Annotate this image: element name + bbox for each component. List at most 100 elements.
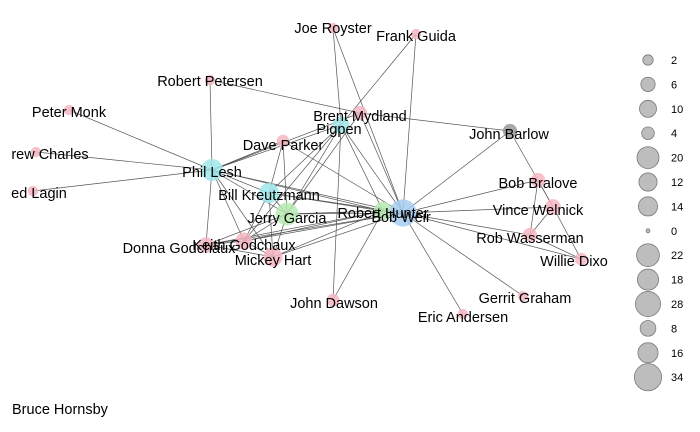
legend-swatch-10 xyxy=(639,99,657,118)
node-dave-parker[interactable] xyxy=(276,134,290,148)
edge-dave-parker-phil-lesh xyxy=(211,140,284,171)
node-ned-lagin[interactable] xyxy=(27,185,39,197)
legend-swatch-34 xyxy=(634,363,662,392)
node-frank-guida[interactable] xyxy=(410,28,422,40)
node-brent-mydland[interactable] xyxy=(352,105,368,121)
node-label-brent-mydland: Brent Mydland xyxy=(313,109,407,125)
edge-andrew-charles-phil-lesh xyxy=(35,151,213,171)
nodes-layer xyxy=(27,22,588,320)
edge-ned-lagin-phil-lesh xyxy=(32,169,213,192)
node-peter-monk[interactable] xyxy=(63,104,75,116)
node-john-dawson[interactable] xyxy=(326,293,340,307)
edge-frank-guida-bob-weir xyxy=(402,33,417,214)
edge-jerry-garcia-robert-hunter xyxy=(286,210,384,215)
legend-label-8: 8 xyxy=(671,323,677,335)
edge-brent-mydland-bob-weir xyxy=(359,112,404,214)
node-label-vince-welnick: Vince Welnick xyxy=(493,203,584,219)
edge-phil-lesh-mickey-hart xyxy=(211,169,274,258)
node-mickey-hart[interactable] xyxy=(263,247,283,267)
legend-label-2: 2 xyxy=(671,55,677,67)
node-label-john-dawson: John Dawson xyxy=(290,296,378,312)
edge-bob-weir-keith-godchaux xyxy=(243,212,404,242)
node-label-ned-lagin: ed Lagin xyxy=(11,186,67,202)
node-joe-royster[interactable] xyxy=(327,22,339,34)
node-bob-weir[interactable] xyxy=(389,199,417,227)
edge-bill-kreutzmann-robert-hunter xyxy=(268,192,384,212)
legend-label-4: 4 xyxy=(671,128,677,140)
node-label-andrew-charles: rew Charles xyxy=(11,147,88,163)
legend-swatch-6 xyxy=(640,76,656,92)
edge-bob-weir-john-barlow xyxy=(402,130,511,214)
node-label-bruce-hornsby: Bruce Hornsby xyxy=(12,402,109,418)
node-keith-godchaux[interactable] xyxy=(235,232,253,250)
edge-peter-monk-phil-lesh xyxy=(68,109,213,171)
legend-swatch-0 xyxy=(645,228,651,234)
edge-bob-weir-gerrit-graham xyxy=(402,212,524,297)
node-label-pigpen: Pigpen xyxy=(316,122,361,138)
legend-label-14: 14 xyxy=(671,201,683,213)
node-phil-lesh[interactable] xyxy=(201,159,223,181)
legend-swatch-2 xyxy=(642,54,654,66)
edge-phil-lesh-donna-godchaux xyxy=(205,169,213,246)
legend-label-28: 28 xyxy=(671,299,683,311)
legend-label-10: 10 xyxy=(671,104,683,116)
node-label-joe-royster: Joe Royster xyxy=(294,21,372,37)
node-label-frank-guida: Frank Guida xyxy=(376,29,457,45)
edges-layer xyxy=(32,27,582,315)
node-bob-bralove[interactable] xyxy=(530,172,546,188)
legend-swatch-20 xyxy=(636,146,660,169)
node-robert-hunter[interactable] xyxy=(373,201,393,221)
edge-phil-lesh-bob-weir xyxy=(211,169,404,214)
edge-phil-lesh-jerry-garcia xyxy=(211,169,288,215)
legend-swatch-18 xyxy=(637,268,659,291)
legend-swatch-16 xyxy=(637,342,659,364)
node-label-jerry-garcia: Jerry Garcia xyxy=(248,211,328,227)
edge-rob-wasserman-willie-dixon xyxy=(529,234,582,260)
edge-bill-kreutzmann-mickey-hart xyxy=(268,192,274,258)
legend-label-0: 0 xyxy=(671,226,677,238)
node-gerrit-graham[interactable] xyxy=(517,290,529,302)
edge-john-barlow-vince-welnick xyxy=(509,130,554,208)
legend-label-22: 22 xyxy=(671,250,683,262)
edge-robert-petersen-phil-lesh xyxy=(209,79,213,171)
edge-bob-weir-mickey-hart xyxy=(272,212,404,258)
edge-robert-petersen-brent-mydland xyxy=(209,79,361,114)
node-pigpen[interactable] xyxy=(332,116,350,134)
legend-label-18: 18 xyxy=(671,275,683,287)
edge-robert-hunter-john-dawson xyxy=(332,210,384,301)
node-label-bob-weir: Bob Weir xyxy=(371,210,431,226)
edge-robert-hunter-keith-godchaux xyxy=(243,210,384,242)
node-andrew-charles[interactable] xyxy=(30,146,42,158)
edge-pigpen-jerry-garcia xyxy=(286,124,342,215)
node-label-donna-godchaux: Donna Godchaux xyxy=(123,241,237,257)
node-eric-andersen[interactable] xyxy=(457,308,469,320)
edge-bob-weir-vince-welnick xyxy=(402,206,554,214)
node-label-rob-wasserman: Rob Wasserman xyxy=(476,231,583,247)
node-label-robert-hunter: Robert Hunter xyxy=(337,206,428,222)
edge-dave-parker-bob-weir xyxy=(282,140,404,214)
node-label-mickey-hart: Mickey Hart xyxy=(235,253,312,269)
legend-label-34: 34 xyxy=(671,372,683,384)
legend-swatch-22 xyxy=(636,243,660,268)
edge-phil-lesh-keith-godchaux xyxy=(211,169,245,242)
legend-label-16: 16 xyxy=(671,348,683,360)
node-jerry-garcia[interactable] xyxy=(275,202,299,226)
node-john-barlow[interactable] xyxy=(502,123,518,139)
edge-brent-mydland-john-barlow xyxy=(359,112,511,132)
node-robert-petersen[interactable] xyxy=(204,74,216,86)
legend-swatch-28 xyxy=(635,291,661,317)
legend-swatch-14 xyxy=(637,196,659,217)
legend-label-20: 20 xyxy=(671,153,683,165)
node-rob-wasserman[interactable] xyxy=(522,227,538,243)
node-vince-welnick[interactable] xyxy=(545,199,561,215)
node-willie-dixon[interactable] xyxy=(574,252,588,266)
edge-bob-weir-bob-bralove xyxy=(402,179,539,214)
node-label-bill-kreutzmann: Bill Kreutzmann xyxy=(218,188,320,204)
node-label-bob-bralove: Bob Bralove xyxy=(499,176,578,192)
legend-swatch-4 xyxy=(641,126,655,140)
edge-joe-royster-bob-weir xyxy=(332,27,404,214)
node-label-john-barlow: John Barlow xyxy=(469,127,549,143)
node-donna-godchaux[interactable] xyxy=(198,237,214,253)
node-bill-kreutzmann[interactable] xyxy=(258,182,280,204)
